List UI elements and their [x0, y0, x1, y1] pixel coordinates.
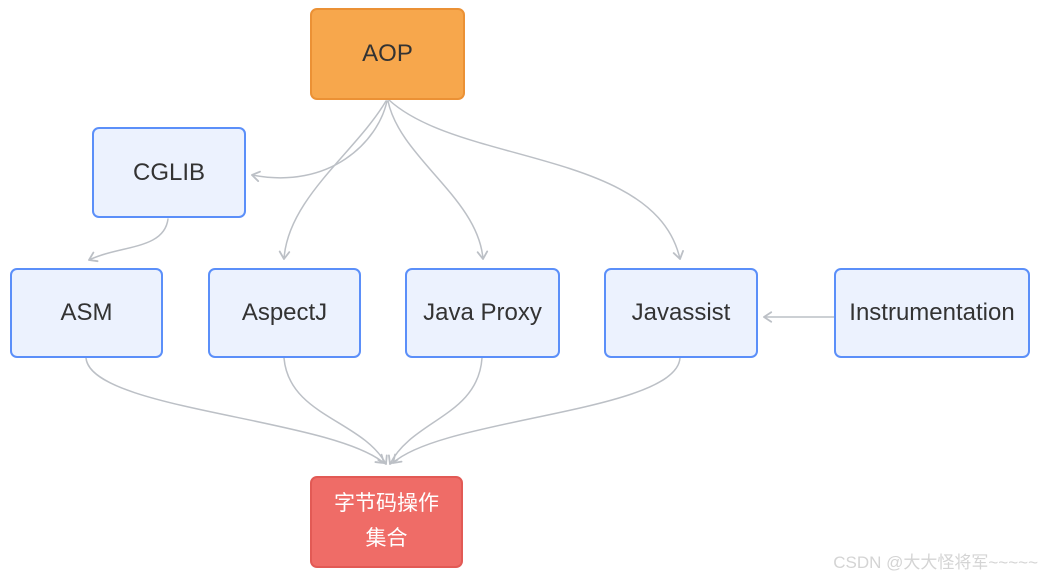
- node-javassist: Javassist: [604, 268, 758, 358]
- node-cglib: CGLIB: [92, 127, 246, 218]
- node-java-proxy: Java Proxy: [405, 268, 560, 358]
- node-asm: ASM: [10, 268, 163, 358]
- edge-aop-cglib: [251, 100, 388, 182]
- node-bytecode-collection: 字节码操作 集合: [310, 476, 463, 568]
- edge-aspectj-bytecode: [283, 357, 388, 465]
- node-bytecode-label-line1: 字节码操作: [334, 492, 439, 516]
- node-aop: AOP: [310, 8, 465, 100]
- edge-javaproxy-bytecode: [388, 357, 483, 465]
- node-bytecode-label-line2: 集合: [365, 527, 408, 550]
- node-aspectj: AspectJ: [208, 268, 361, 358]
- edge-javassist-bytecode: [392, 357, 681, 464]
- node-instrumentation: Instrumentation: [834, 268, 1030, 358]
- edge-aop-aspectj: [278, 100, 387, 260]
- node-asm-label: ASM: [60, 299, 113, 326]
- edge-aop-javassist: [388, 99, 684, 260]
- edge-aop-javaproxy: [387, 100, 489, 260]
- edge-asm-bytecode: [85, 357, 385, 464]
- node-aspectj-label: AspectJ: [241, 299, 328, 326]
- node-aop-label: AOP: [362, 40, 413, 67]
- node-instrumentation-label: Instrumentation: [849, 299, 1015, 326]
- node-javassist-label: Javassist: [631, 299, 731, 326]
- edge-cglib-asm: [88, 218, 169, 263]
- node-cglib-label: CGLIB: [132, 158, 206, 186]
- csdn-watermark: CSDN @大大怪将军~~~~~: [833, 553, 1038, 572]
- node-java-proxy-label: Java Proxy: [423, 299, 542, 326]
